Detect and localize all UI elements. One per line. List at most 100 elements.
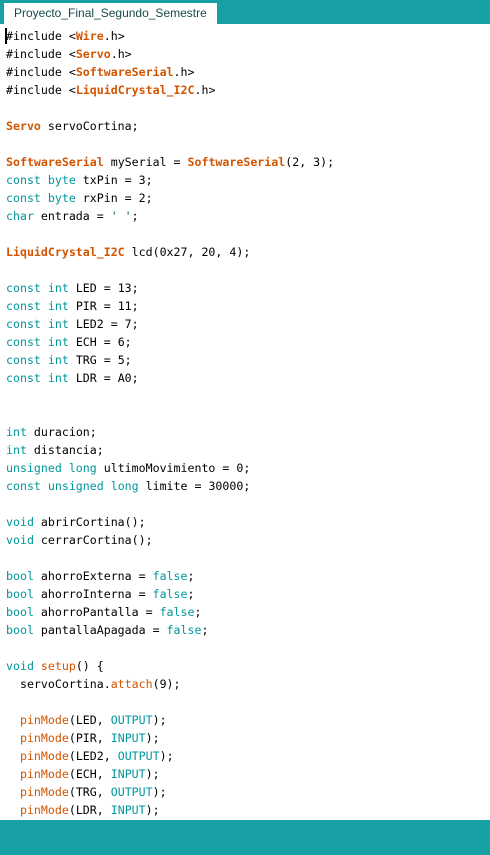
tab-sketch[interactable]: Proyecto_Final_Segundo_Semestre [4,3,217,24]
code-token: SoftwareSerial [75,65,174,79]
code-line: bool ahorroExterna = false; [6,567,334,585]
code-token: OUTPUT [117,749,160,763]
code-line: ​ [6,495,334,513]
code-line: const int LDR = A0; [6,369,334,387]
code-token [6,713,20,727]
code-token: ); [145,767,160,781]
code-line: pinMode(ECH, INPUT); [6,765,334,783]
code-line: const int TRG = 5; [6,351,334,369]
code-line: void setup() { [6,657,334,675]
code-line: const byte txPin = 3; [6,171,334,189]
code-token: false [159,605,195,619]
code-token [104,479,111,493]
code-token: #include < [6,83,76,97]
code-token: pinMode [19,749,69,763]
code-line: const int LED = 13; [6,279,334,297]
code-token: int [6,425,27,439]
code-line: const int PIR = 11; [6,297,334,315]
code-token: const [6,479,41,493]
code-line: ​ [6,639,334,657]
code-token: unsigned [6,461,62,475]
code-token: int [47,353,69,367]
code-token: const [6,173,41,187]
code-token: servoCortina; [40,119,139,133]
code-token [41,281,48,295]
code-token: attach [110,677,153,691]
code-line: Servo servoCortina; [6,117,334,135]
code-line: pinMode(LDR, INPUT); [6,801,334,819]
code-token: ); [145,803,160,817]
code-token: int [47,299,69,313]
code-token: ; [194,605,202,619]
code-token: (TRG, [68,785,111,799]
code-line: bool pantallaApagada = false; [6,621,334,639]
code-token: ahorroExterna = [33,569,153,583]
code-line: unsigned long ultimoMovimiento = 0; [6,459,334,477]
code-token: int [47,335,69,349]
code-token: void [6,533,34,547]
code-token: Servo [75,47,111,61]
status-bar [0,820,490,855]
code-token: LED2 = 7; [68,317,139,331]
code-token [41,479,48,493]
code-token: servoCortina. [6,677,111,691]
code-line: #include <SoftwareSerial.h> [6,63,334,81]
code-token: lcd(0x27, 20, 4); [124,245,251,259]
code-token: pinMode [19,785,69,799]
code-token: #include < [6,47,76,61]
code-token [6,785,20,799]
code-token: void [6,659,34,673]
code-line: pinMode(TRG, OUTPUT); [6,783,334,801]
code-token: ); [152,713,167,727]
code-editor[interactable]: #include <Wire.h>#include <Servo.h>#incl… [0,24,490,820]
code-token: const [6,317,41,331]
code-line: #include <LiquidCrystal_I2C.h> [6,81,334,99]
code-line: ​ [6,135,334,153]
code-token: long [68,461,97,475]
code-token: PIR = 11; [68,299,139,313]
code-token: SoftwareSerial [187,155,286,169]
code-token: const [6,353,41,367]
code-token: (9); [152,677,181,691]
code-line: void abrirCortina(); [6,513,334,531]
code-line: #include <Servo.h> [6,45,334,63]
code-token: int [47,371,69,385]
code-line: servoCortina.attach(9); [6,675,334,693]
code-token [41,353,48,367]
code-token: ' ' [110,209,132,223]
code-token: bool [6,569,34,583]
code-token: pinMode [19,767,69,781]
code-token: pinMode [19,803,69,817]
code-token: const [6,299,41,313]
code-line: #include <Wire.h> [6,27,334,45]
code-line: const byte rxPin = 2; [6,189,334,207]
code-token: #include < [6,29,76,43]
code-token: SoftwareSerial [6,155,104,169]
code-token: pinMode [19,731,69,745]
code-token: (2, 3); [285,155,335,169]
text-cursor [5,28,7,44]
code-token: OUTPUT [110,713,153,727]
code-line: pinMode(PIR, INPUT); [6,729,334,747]
code-line: ​ [6,549,334,567]
code-token: char [6,209,34,223]
code-token [6,803,20,817]
code-line: ​ [6,225,334,243]
code-token: .h> [103,29,125,43]
code-token: ; [131,209,139,223]
code-token: byte [47,191,76,205]
code-token: ultimoMovimiento = 0; [96,461,251,475]
code-token: .h> [110,47,132,61]
code-token: setup [40,659,76,673]
code-line: const int ECH = 6; [6,333,334,351]
code-token: void [6,515,34,529]
code-token: const [6,371,41,385]
code-token: pinMode [19,713,69,727]
code-line: ​ [6,261,334,279]
code-token: INPUT [110,731,146,745]
code-token: .h> [173,65,195,79]
code-token: bool [6,587,34,601]
code-line: ​ [6,405,334,423]
code-line: LiquidCrystal_I2C lcd(0x27, 20, 4); [6,243,334,261]
code-token: (ECH, [68,767,111,781]
